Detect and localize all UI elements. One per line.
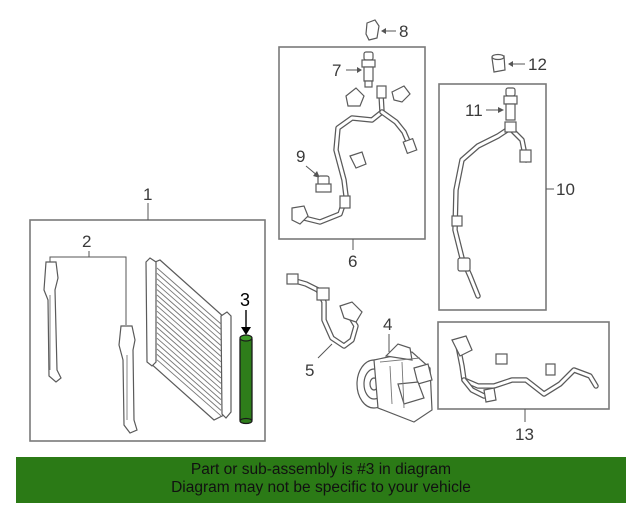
condenser-assembly-group: 1 2 3 <box>29 185 266 442</box>
condenser-fin <box>156 289 222 346</box>
tube-assembly-13[interactable] <box>451 335 599 403</box>
fitting-cap[interactable] <box>345 87 365 107</box>
condenser-fin <box>156 305 222 363</box>
discharge-hose-10[interactable] <box>451 121 532 299</box>
callout-12[interactable]: 12 <box>528 55 547 74</box>
hose-clip[interactable] <box>349 151 367 169</box>
condenser-fin <box>156 300 222 357</box>
callout-2[interactable]: 2 <box>82 232 91 251</box>
condenser-fin <box>156 354 222 411</box>
hose-fitting-elbow[interactable] <box>391 85 411 103</box>
callout-9[interactable]: 9 <box>296 147 305 166</box>
condenser-fin <box>156 316 222 373</box>
cap-part-12[interactable] <box>491 53 506 73</box>
condenser-fin <box>156 267 222 325</box>
condenser-fin <box>156 327 222 384</box>
condenser-fin <box>156 348 222 406</box>
cap-part-8[interactable] <box>365 19 380 41</box>
suction-hose-6[interactable] <box>291 85 418 225</box>
condenser-fin <box>156 283 222 341</box>
pressure-switch-11[interactable] <box>503 87 518 121</box>
callout-10[interactable]: 10 <box>556 180 575 199</box>
banner-line-1: Part or sub-assembly is #3 in diagram <box>190 461 452 478</box>
condenser-core[interactable] <box>145 257 232 421</box>
receiver-drier-highlighted[interactable] <box>239 334 253 425</box>
banner-line-2: Diagram may not be specific to your vehi… <box>171 479 471 496</box>
condenser-fin <box>156 273 222 330</box>
callout-6[interactable]: 6 <box>348 252 357 271</box>
pressure-sensor-7[interactable] <box>361 51 376 88</box>
condenser-fin <box>156 310 222 368</box>
condenser-fin <box>156 343 222 400</box>
hose-frame-6 <box>278 46 426 240</box>
discharge-hose-group: 10 11 <box>438 83 575 311</box>
condenser-fin <box>156 332 222 390</box>
tube-frame-13 <box>437 321 610 410</box>
compressor-4[interactable] <box>356 343 433 423</box>
condenser-fin <box>156 278 222 336</box>
callout-11[interactable]: 11 <box>465 101 483 120</box>
condenser-fin <box>156 359 222 417</box>
side-bracket-left[interactable] <box>43 261 62 383</box>
callout-1[interactable]: 1 <box>143 185 152 204</box>
hose-frame-10 <box>438 83 547 311</box>
callout-7[interactable]: 7 <box>332 61 341 80</box>
condenser-fin <box>156 294 222 352</box>
liquid-hose-5[interactable] <box>286 273 363 349</box>
info-banner: Part or sub-assembly is #3 in diagram Di… <box>16 457 626 503</box>
service-valve-9[interactable] <box>315 175 332 193</box>
callout-8[interactable]: 8 <box>399 22 408 41</box>
side-bracket-right[interactable] <box>118 325 138 434</box>
callout-3[interactable]: 3 <box>240 290 250 310</box>
condenser-fin <box>156 321 222 379</box>
callout-4[interactable]: 4 <box>383 315 392 334</box>
callout-13[interactable]: 13 <box>515 425 534 444</box>
callout-5[interactable]: 5 <box>305 361 314 380</box>
condenser-fin <box>156 337 222 395</box>
suction-hose-group: 6 8 7 <box>278 19 426 271</box>
tube-assembly-group: 13 <box>437 321 610 444</box>
